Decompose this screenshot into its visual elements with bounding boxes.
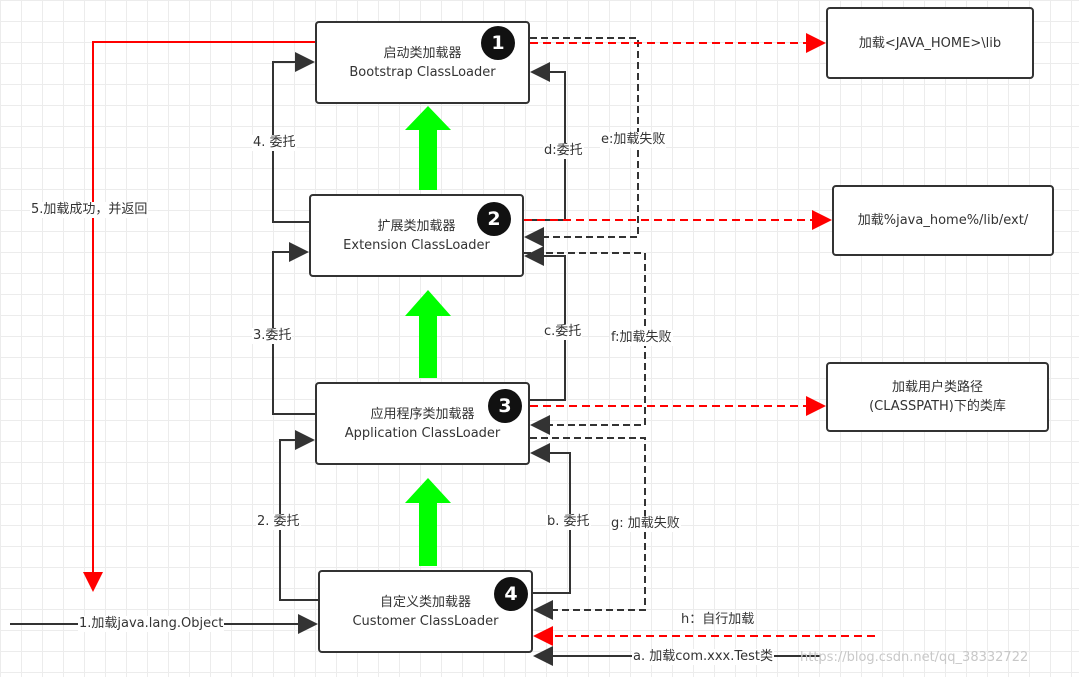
- path-box-classpath: 加载用户类路径 (CLASSPATH)下的类库: [826, 362, 1049, 432]
- green-arrow: [405, 478, 451, 566]
- path-box-lib: 加载<JAVA_HOME>\lib: [826, 7, 1034, 79]
- fail-f: [524, 252, 646, 435]
- load-test-label: a. 加载com.xxx.Test类: [632, 649, 774, 665]
- delegate-b-label: b. 委托: [546, 514, 591, 530]
- loader-en: Extension ClassLoader: [343, 237, 490, 253]
- delegate-2-label: 2. 委托: [256, 514, 301, 530]
- loader-cn: 应用程序类加载器: [370, 406, 475, 422]
- return-line: [83, 41, 315, 592]
- delegate-d-label: d:委托: [543, 143, 584, 159]
- watermark: https://blog.csdn.net/qq_38332722: [800, 650, 1029, 665]
- loader-en: Bootstrap ClassLoader: [349, 64, 496, 80]
- green-arrow: [405, 106, 451, 190]
- badge: 1: [481, 26, 515, 60]
- fail-f-label: f:加载失败: [610, 330, 673, 346]
- green-up-arrows: [405, 106, 451, 566]
- path-box-ext: 加载%java_home%/lib/ext/: [832, 185, 1054, 256]
- badge: 2: [477, 202, 511, 236]
- green-arrow: [405, 290, 451, 378]
- path-text: 加载%java_home%/lib/ext/: [857, 213, 1029, 228]
- loader-cn: 启动类加载器: [383, 45, 462, 61]
- badge: 4: [494, 577, 528, 611]
- path-text: (CLASSPATH)下的类库: [869, 399, 1006, 414]
- delegate-4-label: 4. 委托: [252, 135, 297, 151]
- loader-cn: 自定义类加载器: [379, 594, 471, 610]
- loader-cn: 扩展类加载器: [377, 218, 456, 234]
- return-label: 5.加载成功，并返回: [30, 202, 149, 218]
- loader-en: Application ClassLoader: [344, 425, 501, 441]
- delegate-c-label: c.委托: [543, 324, 583, 340]
- fail-e: [524, 37, 639, 247]
- fail-g-label: g: 加载失败: [610, 516, 681, 532]
- path-text: 加载用户类路径: [891, 380, 983, 395]
- fail-e-label: e:加载失败: [600, 132, 667, 148]
- load-object-label: 1.加载java.lang.Object: [78, 616, 225, 632]
- self-load-label: h：自行加载: [681, 612, 755, 627]
- path-text: 加载<JAVA_HOME>\lib: [858, 35, 1002, 51]
- badge: 3: [488, 389, 522, 423]
- loader-en: Customer ClassLoader: [352, 613, 499, 629]
- delegate-3-label: 3.委托: [252, 328, 293, 344]
